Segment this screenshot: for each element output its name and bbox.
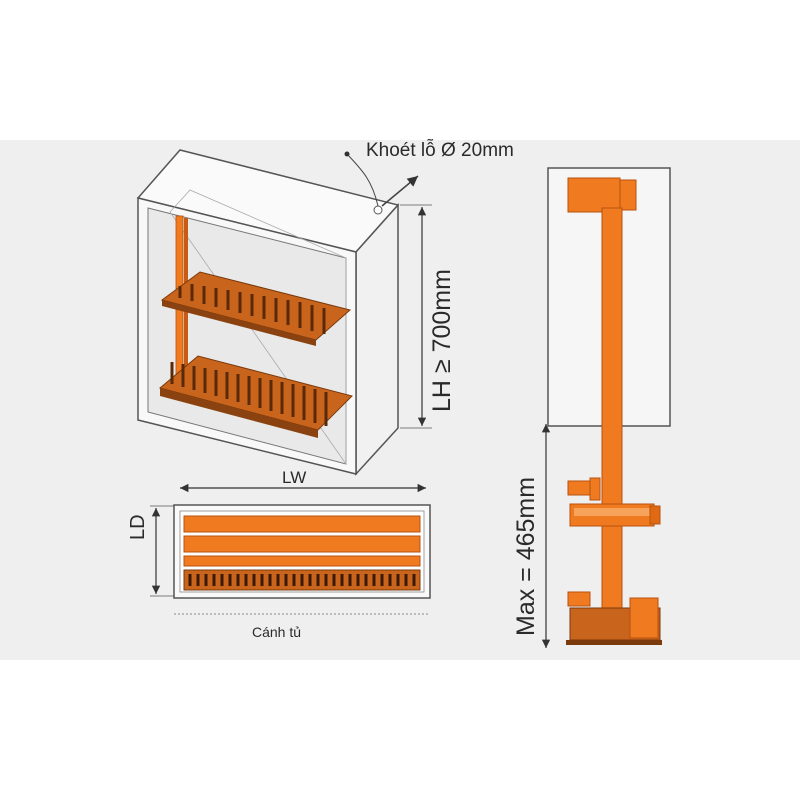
leader-dot	[344, 151, 350, 157]
upper-dish-rack	[160, 271, 352, 346]
side-top-mount	[567, 177, 621, 213]
door-label: Cánh tủ	[252, 624, 302, 640]
height-label: LH ≥ 700mm	[428, 269, 456, 412]
drill-bit-icon	[381, 175, 419, 207]
hole-marker-icon	[373, 205, 383, 215]
top-view-bar-1	[183, 515, 421, 533]
side-top-bracket	[619, 179, 637, 211]
top-view-dish-slots	[188, 574, 416, 586]
lower-dish-rack	[158, 355, 353, 438]
top-view-bar-2	[183, 535, 421, 553]
top-view-bar-3	[183, 555, 421, 567]
upper-rack-edge	[162, 300, 316, 346]
side-upper-clip	[567, 480, 591, 496]
lower-rack-dividers	[170, 362, 328, 426]
upper-rack-dividers	[178, 284, 326, 334]
hole-label: Khoét lỗ Ø 20mm	[366, 140, 514, 161]
lower-rack-edge	[160, 388, 318, 438]
side-upper-basket-hl	[574, 508, 650, 516]
side-lower-clip	[567, 591, 591, 607]
cabinet-top-view	[150, 483, 431, 615]
side-lower-basket-base	[566, 640, 662, 645]
side-lower-basket-front	[629, 597, 659, 639]
side-upper-basket-end	[649, 505, 661, 525]
side-upper-clip-2	[589, 477, 601, 501]
cabinet-isometric	[136, 149, 432, 476]
upper-rack-tray	[160, 271, 352, 341]
max-height-label: Max = 465mm	[512, 476, 540, 636]
width-label: LW	[282, 468, 307, 487]
side-vertical-pole	[601, 207, 623, 645]
cabinet-side-face	[355, 203, 399, 476]
hole-leader-line	[346, 153, 379, 207]
depth-label: LD	[127, 514, 149, 540]
side-view	[541, 167, 671, 648]
